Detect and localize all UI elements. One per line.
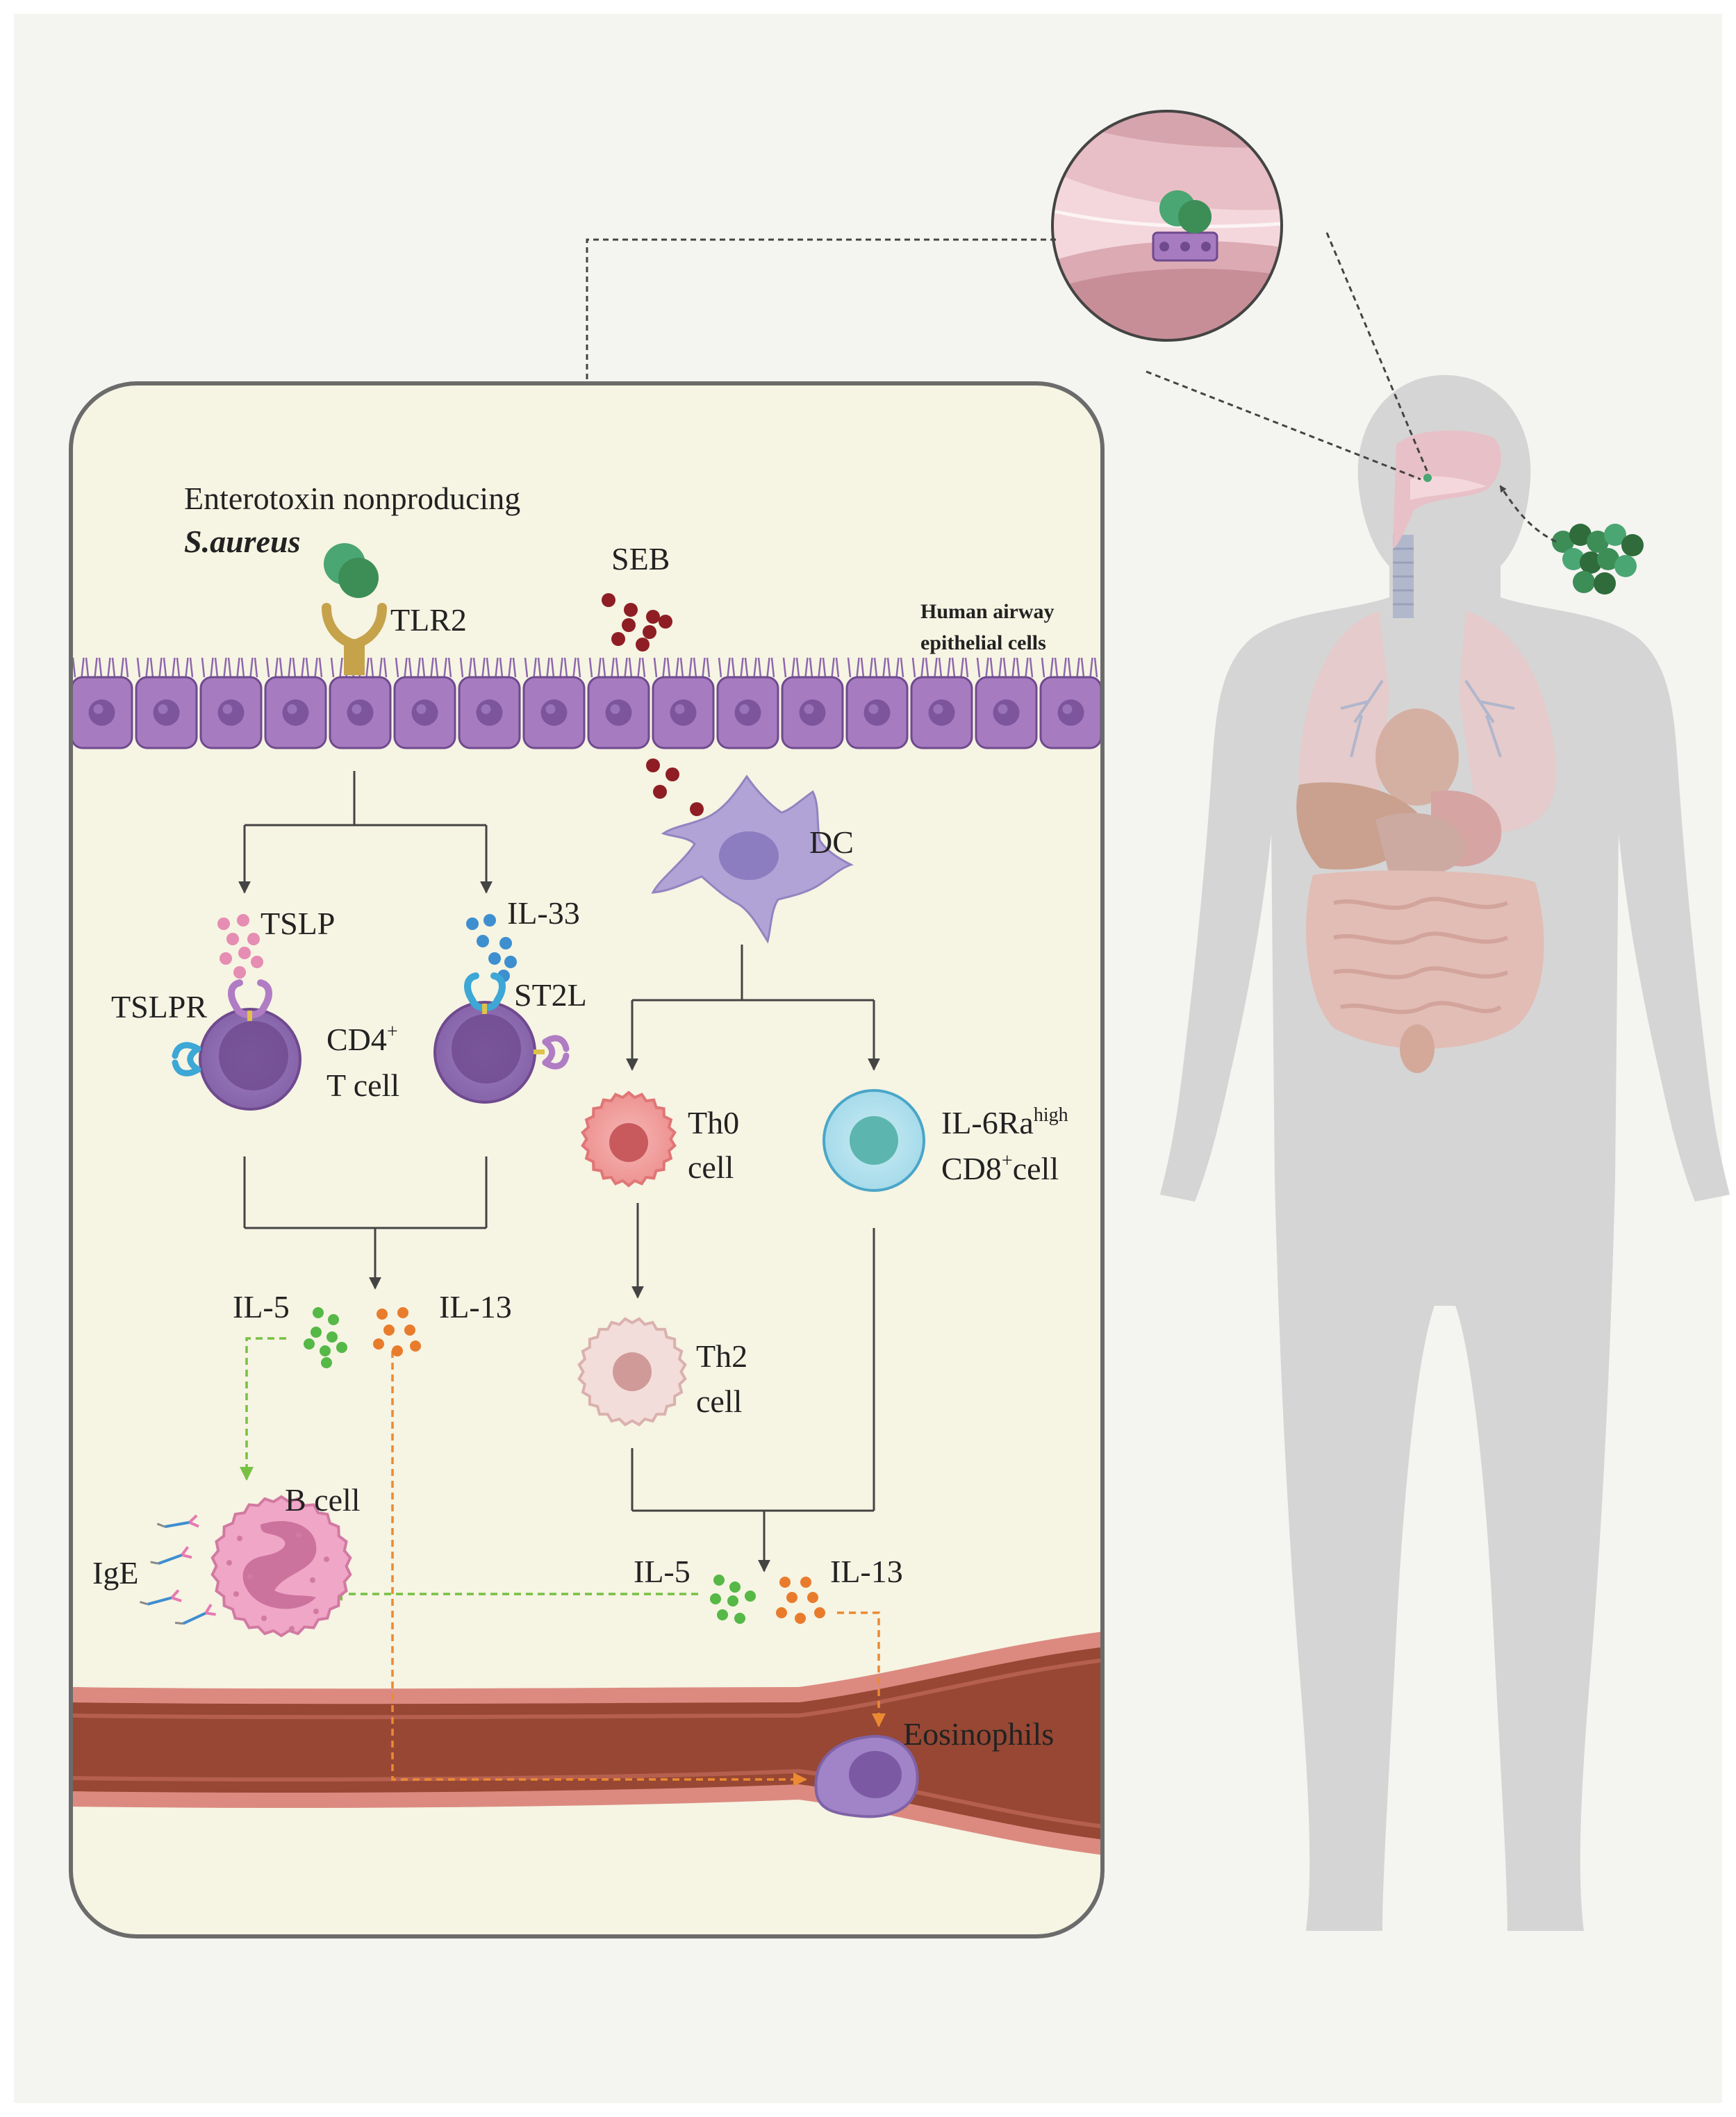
seb-toxin-dots: [602, 593, 672, 651]
il13-dots-left: [373, 1307, 421, 1356]
ige-antibody-icons: [139, 1514, 216, 1625]
tlr2-receptor-icon: [322, 603, 387, 675]
saureus-label: S.aureus: [184, 524, 300, 559]
enterotoxin-label: Enterotoxin nonproducing: [184, 481, 520, 516]
eosinophils-label: Eosinophils: [903, 1716, 1054, 1752]
th2-cell: [577, 1317, 687, 1427]
seb-label: SEB: [611, 541, 670, 576]
tslp-label: TSLP: [261, 906, 335, 941]
il5-left-label: IL-5: [233, 1289, 290, 1325]
il13-left-label: IL-13: [439, 1289, 512, 1325]
st2l-label: ST2L: [514, 977, 587, 1013]
seb-toxin-dots-near-dc: [646, 758, 710, 833]
cd4-label: CD4+: [326, 1021, 398, 1057]
tslp-cytokine-dots: [217, 914, 263, 979]
bacteria-cluster-icon: [1552, 524, 1644, 595]
th0-label-line1: Th0: [688, 1105, 739, 1140]
ige-label: IgE: [92, 1555, 138, 1591]
flow-connectors: [238, 771, 880, 1572]
th2-label-line1: Th2: [696, 1338, 747, 1374]
il13-right-label: IL-13: [830, 1554, 903, 1589]
eosinophil-cell: [814, 1734, 919, 1818]
il5-dots-left: [304, 1307, 347, 1368]
il6ra-label: IL-6Rahigh: [941, 1104, 1068, 1140]
epithelial-label-line2: epithelial cells: [920, 631, 1046, 654]
cytokine-action-arrows: [240, 1337, 886, 1786]
cd8-label: CD8+cell: [941, 1150, 1059, 1186]
zoom-connectors: [586, 232, 1429, 481]
human-body-silhouette: [1160, 375, 1730, 1931]
tslpr-label: TSLPR: [111, 989, 207, 1024]
th0-label-line2: cell: [688, 1149, 734, 1185]
cd4-t-cell-left: [172, 979, 301, 1111]
staphylococcus-aureus-icon: [324, 543, 379, 598]
il13-dots-right: [776, 1577, 825, 1624]
th0-cell: [581, 1090, 677, 1188]
b-cell-label: B cell: [285, 1482, 361, 1518]
b-cell: [210, 1495, 352, 1638]
dc-label: DC: [809, 824, 854, 860]
epithelial-cell-layer: [73, 657, 1100, 749]
cd4-label-line2: T cell: [326, 1068, 399, 1103]
il33-label: IL-33: [507, 895, 580, 931]
cd4-t-cell-right: [433, 972, 570, 1104]
th2-label-line2: cell: [696, 1384, 742, 1419]
il5-dots-right: [710, 1575, 756, 1624]
epithelial-label-line1: Human airway: [920, 600, 1055, 623]
dendritic-cell: [651, 774, 854, 944]
cd8-cell: [822, 1089, 925, 1192]
il5-right-label: IL-5: [634, 1554, 691, 1589]
tlr2-label: TLR2: [390, 602, 467, 638]
